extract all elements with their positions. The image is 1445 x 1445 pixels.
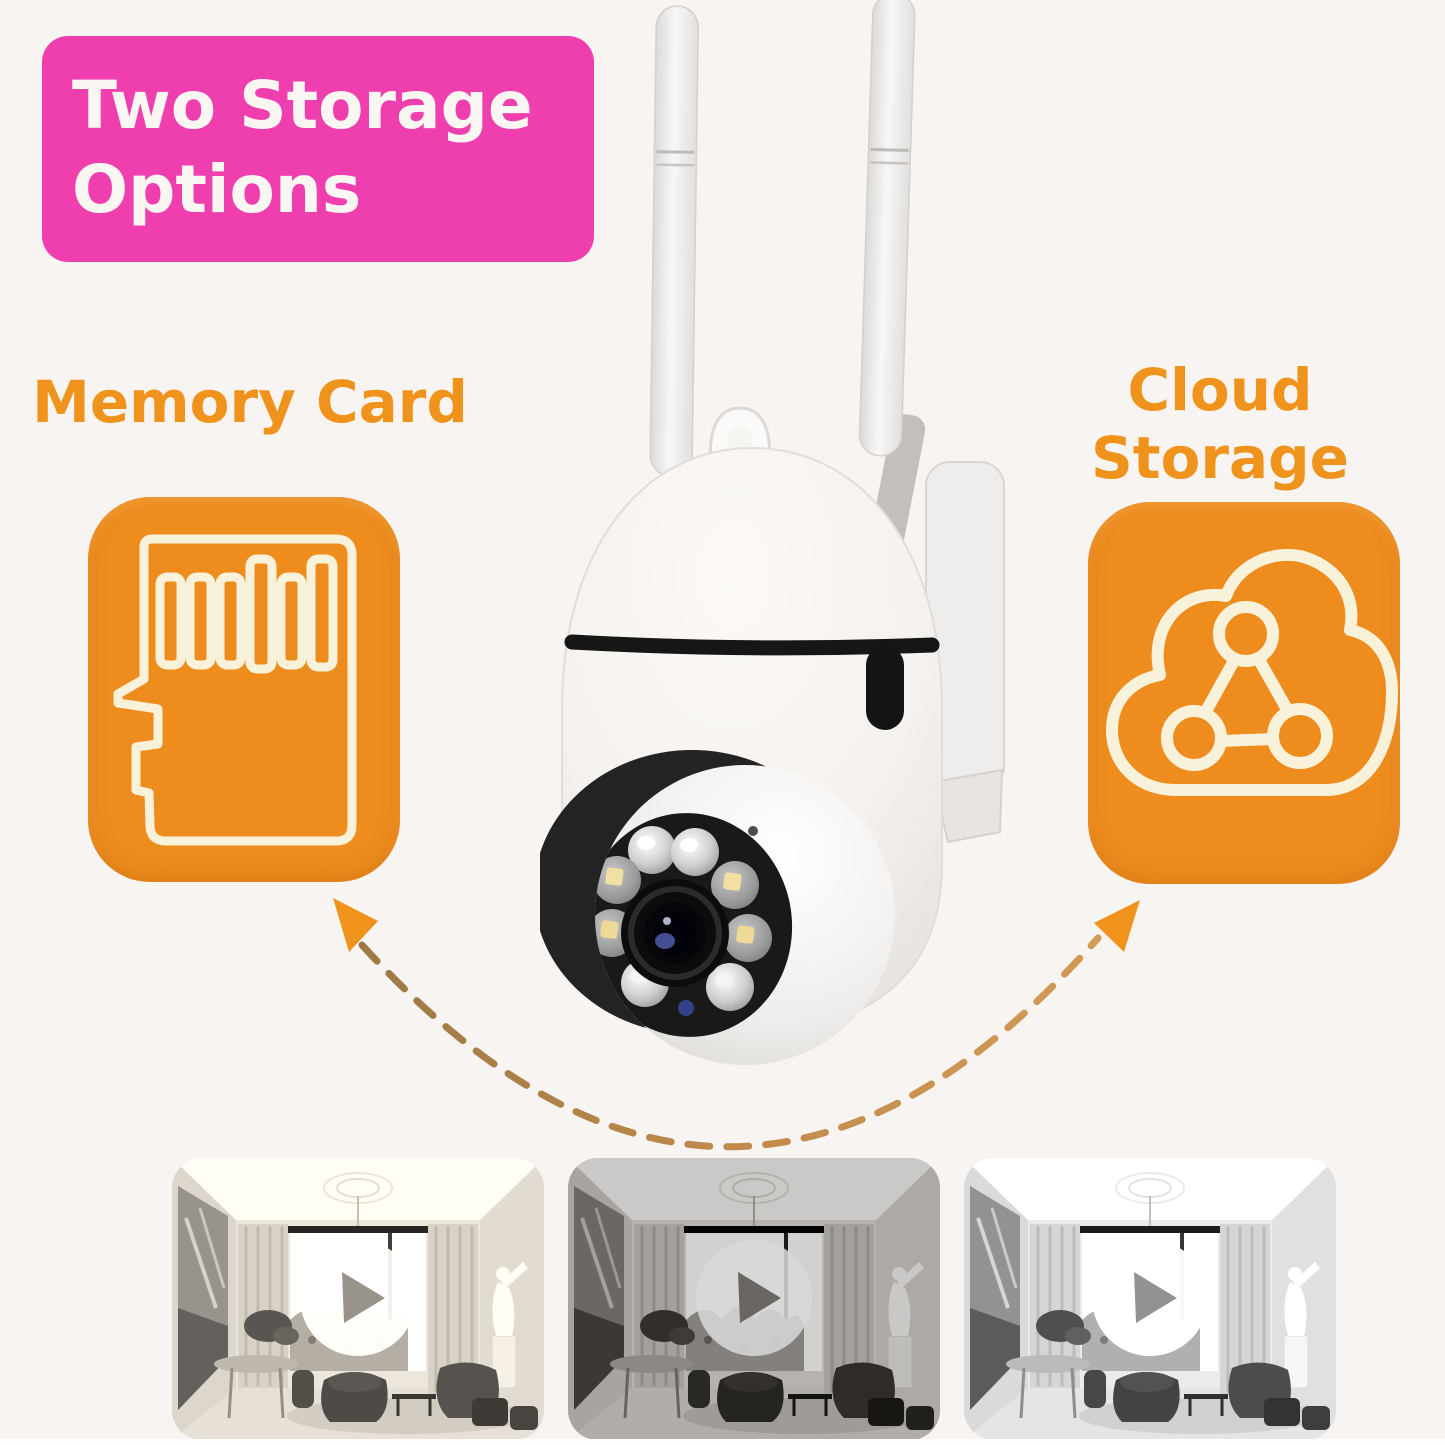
room-scene: [964, 1158, 1336, 1440]
arrowhead-left: [333, 898, 378, 952]
camera-face: [595, 813, 793, 1037]
security-camera-image: [540, 0, 1005, 1065]
room-scene: [568, 1158, 940, 1440]
bottom-edge: [0, 1439, 1445, 1445]
sd-card-icon: [88, 497, 400, 882]
memory-card-label: Memory Card: [32, 368, 468, 436]
video-thumbnail-dim: [568, 1158, 940, 1440]
video-thumbnail-grayscale: [964, 1158, 1336, 1440]
ir-leds-white: [621, 826, 754, 1011]
video-thumbnail-color: [172, 1158, 544, 1440]
status-led: [678, 1000, 694, 1016]
right-antenna: [858, 0, 916, 457]
banner-title-line1: Two Storage: [72, 67, 533, 144]
dashed-arc-line: [358, 934, 1102, 1151]
banner-title-line2: Options: [72, 151, 362, 229]
cloud-storage-label: Cloud Storage: [1091, 356, 1349, 492]
camera-side-vent: [866, 646, 904, 730]
mount-bracket: [925, 461, 1005, 844]
mic-hole: [748, 826, 758, 836]
camera-lens: [621, 879, 729, 987]
left-antenna: [649, 5, 699, 477]
cloud-network-outline: [1106, 548, 1398, 796]
promo-banner: Two Storage Options: [42, 36, 594, 262]
arrowhead-right: [1094, 900, 1140, 952]
dashed-arrow: [333, 898, 1140, 1151]
warm-leds-yellow: [595, 856, 772, 962]
cloud-network-icon: [1088, 502, 1400, 884]
sd-card-outline: [113, 534, 357, 846]
room-scene: [172, 1158, 544, 1440]
camera-stripe: [564, 634, 940, 656]
